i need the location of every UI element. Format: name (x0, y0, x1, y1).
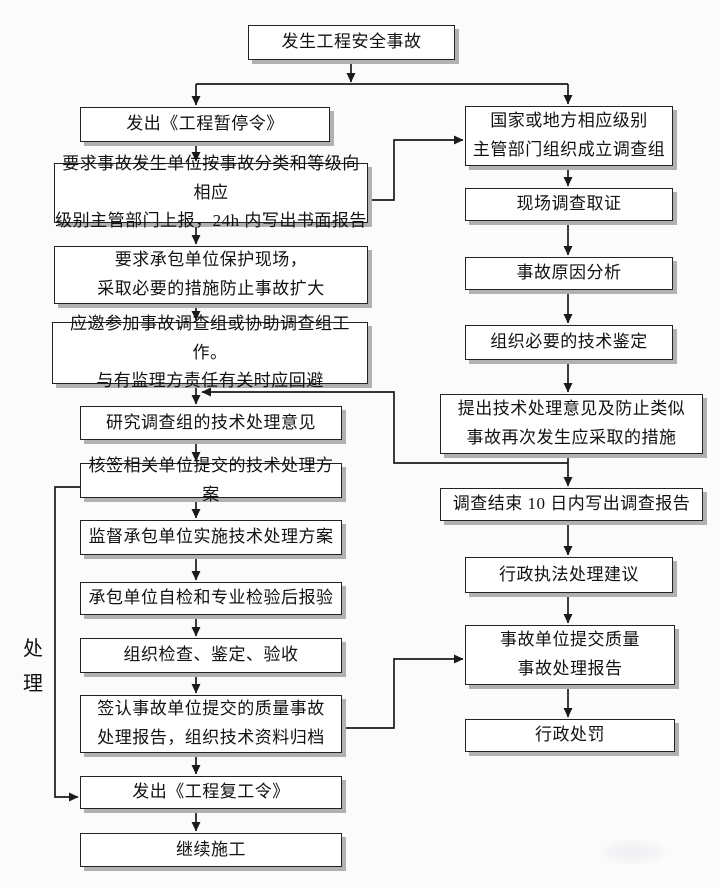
node-submit-quality-accident-report: 事故单位提交质量 事故处理报告 (465, 625, 675, 685)
node-supervise-implementation: 监督承包单位实施技术处理方案 (80, 520, 342, 555)
node-issue-resume-order: 发出《工程复工令》 (80, 776, 342, 809)
node-continue-construction: 继续施工 (80, 833, 342, 867)
node-organize-inspection-acceptance: 组织检查、鉴定、验收 (80, 638, 342, 673)
node-report-to-authority: 要求事故发生单位按事故分类和等级向相应 级别主管部门上报，24h 内写出书面报告 (54, 153, 368, 231)
node-contractor-self-inspection: 承包单位自检和专业检验后报验 (80, 582, 342, 615)
node-accident-occurs: 发生工程安全事故 (248, 25, 455, 60)
node-administrative-penalty: 行政处罚 (465, 719, 675, 752)
node-authority-form-investigation-team: 国家或地方相应级别 主管部门组织成立调查组 (465, 106, 673, 166)
watermark-blob (603, 840, 665, 864)
node-site-investigation: 现场调查取证 (465, 188, 673, 221)
node-propose-technical-opinions: 提出技术处理意见及防止类似 事故再次发生应采取的措施 (440, 394, 703, 454)
node-protect-site: 要求承包单位保护现场， 采取必要的措施防止事故扩大 (54, 246, 368, 304)
node-cause-analysis: 事故原因分析 (465, 257, 673, 290)
side-label-handling: 处 理 (23, 638, 43, 695)
node-study-technical-opinions: 研究调查组的技术处理意见 (80, 406, 342, 440)
node-technical-appraisal: 组织必要的技术鉴定 (465, 325, 673, 360)
node-countersign-technical-plan: 核签相关单位提交的技术处理方案 (80, 456, 342, 504)
node-investigation-report-10days: 调查结束 10 日内写出调查报告 (440, 488, 703, 521)
node-issue-suspension-order: 发出《工程暂停令》 (80, 107, 330, 142)
node-enforcement-suggestion: 行政执法处理建议 (465, 557, 673, 593)
node-sign-report-archive: 签认事故单位提交的质量事故 处理报告，组织技术资料归档 (80, 695, 342, 753)
node-join-investigation-group: 应邀参加事故调查组或协助调查组工作。 与有监理方责任有关时应回避 (52, 314, 368, 390)
